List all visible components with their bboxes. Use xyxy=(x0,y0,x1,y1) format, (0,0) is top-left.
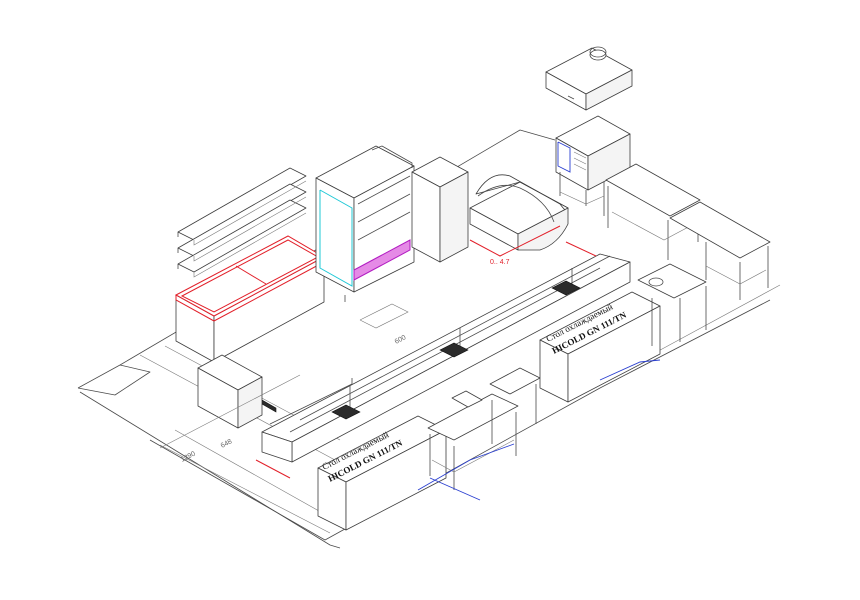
chest-freezer xyxy=(174,235,326,363)
serving-counter xyxy=(255,241,631,479)
cooled-table-left: Стол охлаждаемый HICOLD GN 111/TN xyxy=(317,415,447,531)
wall-shelves xyxy=(177,167,307,278)
fridge-cabinet-left xyxy=(197,354,277,429)
dimension-label: 600 xyxy=(394,334,408,346)
dimension-label: 648 xyxy=(220,438,234,450)
steel-tables-right xyxy=(605,163,771,300)
tall-cabinet xyxy=(411,156,469,263)
combi-oven xyxy=(555,115,631,216)
curved-display-case: 0.. 4.7 xyxy=(469,174,569,266)
exhaust-hood xyxy=(545,46,633,111)
steel-tables-front xyxy=(417,367,541,501)
dimension-label: 0.. 4.7 xyxy=(490,259,510,266)
display-chiller xyxy=(315,145,415,302)
